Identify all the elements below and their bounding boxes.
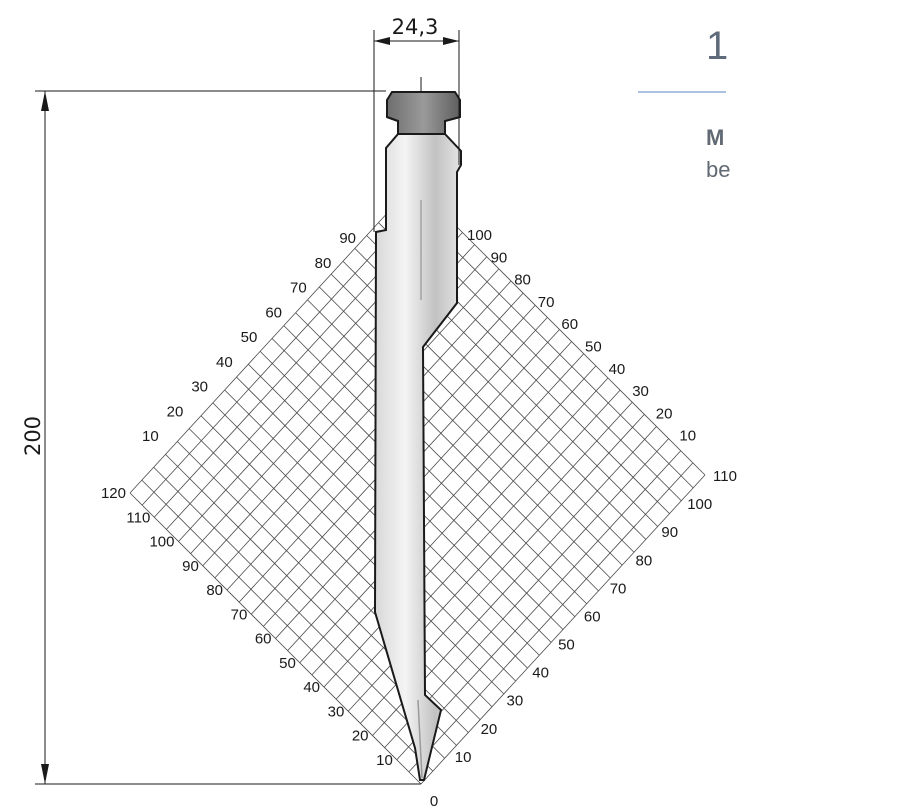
punch-tool-body xyxy=(373,116,462,781)
width-arrow-right xyxy=(443,37,459,45)
scale-label: 100 xyxy=(149,534,174,551)
scale-label: 20 xyxy=(656,405,673,422)
scale-label: 40 xyxy=(216,354,233,371)
scale-label: 110 xyxy=(126,509,150,526)
page-heading: 1 xyxy=(706,24,729,68)
scale-label: 110 xyxy=(713,468,737,485)
height-arrow-top xyxy=(41,91,49,111)
scale-label: 60 xyxy=(584,609,601,626)
scale-label: 10 xyxy=(679,428,696,445)
scale-label: 80 xyxy=(206,582,223,599)
scale-label: 70 xyxy=(231,606,248,623)
scale-label: 90 xyxy=(491,249,508,266)
scale-label: 60 xyxy=(255,631,272,648)
scale-label: 70 xyxy=(290,280,307,297)
scale-label: 50 xyxy=(585,339,602,356)
scale-label: 80 xyxy=(636,552,653,569)
scale-label: 90 xyxy=(182,558,199,575)
scale-right-upper: 10 20 30 40 50 60 70 80 90 100 xyxy=(467,227,696,445)
scale-label: 30 xyxy=(632,383,649,400)
scale-label: 10 xyxy=(376,752,393,769)
scale-label: 20 xyxy=(481,721,498,738)
scale-label: 50 xyxy=(558,637,575,654)
height-arrow-bottom xyxy=(41,764,49,784)
scale-label: 30 xyxy=(507,693,524,710)
grid-line xyxy=(214,268,500,579)
scale-label: 60 xyxy=(561,316,578,333)
scale-label: 30 xyxy=(328,703,345,720)
scale-left-upper: 10 20 30 40 50 60 70 80 90 xyxy=(142,230,356,445)
scale-label: 100 xyxy=(687,496,712,513)
scale-label: 80 xyxy=(315,255,332,272)
description-line-2: be xyxy=(706,157,731,182)
scale-label: 60 xyxy=(265,304,282,321)
grid-line xyxy=(413,183,706,476)
width-dimension-label: 24,3 xyxy=(392,15,439,39)
tool-tang xyxy=(386,91,461,135)
scale-label: 20 xyxy=(352,728,369,745)
scale-label: 70 xyxy=(610,580,627,597)
tool-tip-line xyxy=(417,699,423,779)
scale-label: 90 xyxy=(661,524,678,541)
scale-label: 50 xyxy=(279,655,296,672)
grid-line xyxy=(129,183,415,494)
scale-label: 50 xyxy=(241,329,258,346)
scale-label: 80 xyxy=(514,272,531,289)
scale-label: 40 xyxy=(532,665,549,682)
scale-label: 30 xyxy=(191,379,208,396)
scale-label: 120 xyxy=(101,485,126,502)
height-dimension-label: 200 xyxy=(21,416,45,456)
scale-label: 40 xyxy=(303,679,320,696)
width-arrow-left xyxy=(374,37,390,45)
origin-label: 0 xyxy=(430,793,438,810)
scale-label: 40 xyxy=(609,361,626,378)
scale-label: 10 xyxy=(142,428,159,445)
scale-label: 100 xyxy=(467,227,492,244)
description-bold: M xyxy=(706,125,725,150)
grid-line xyxy=(226,280,512,591)
heading-rule xyxy=(638,91,726,93)
scale-label: 90 xyxy=(339,230,356,247)
scale-label: 70 xyxy=(538,294,555,311)
product-description: M be xyxy=(706,122,906,186)
scale-label: 20 xyxy=(167,403,184,420)
scale-label: 10 xyxy=(455,749,472,766)
